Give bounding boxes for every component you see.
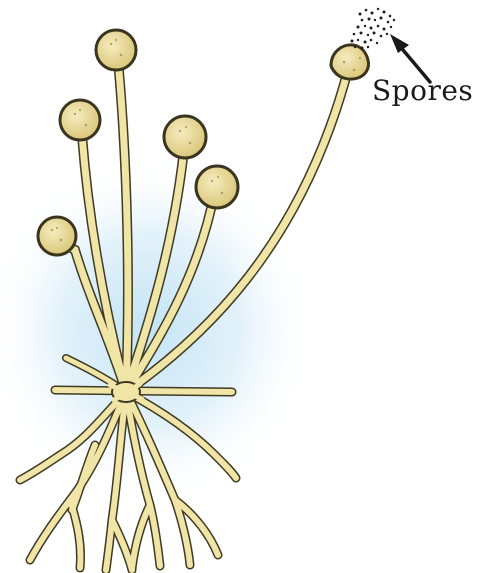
sporangium-head-4: [164, 116, 206, 158]
hypha-junction: [110, 382, 142, 402]
sporangium-head-6-burst: [331, 45, 369, 79]
sporangium-head-2: [60, 100, 100, 140]
sporangium-head-1: [38, 217, 76, 255]
spores-label: Spores: [372, 74, 473, 107]
spore-cloud: [351, 8, 396, 50]
sporangium-head-5: [196, 166, 238, 208]
sporangium-head-3: [96, 30, 136, 70]
